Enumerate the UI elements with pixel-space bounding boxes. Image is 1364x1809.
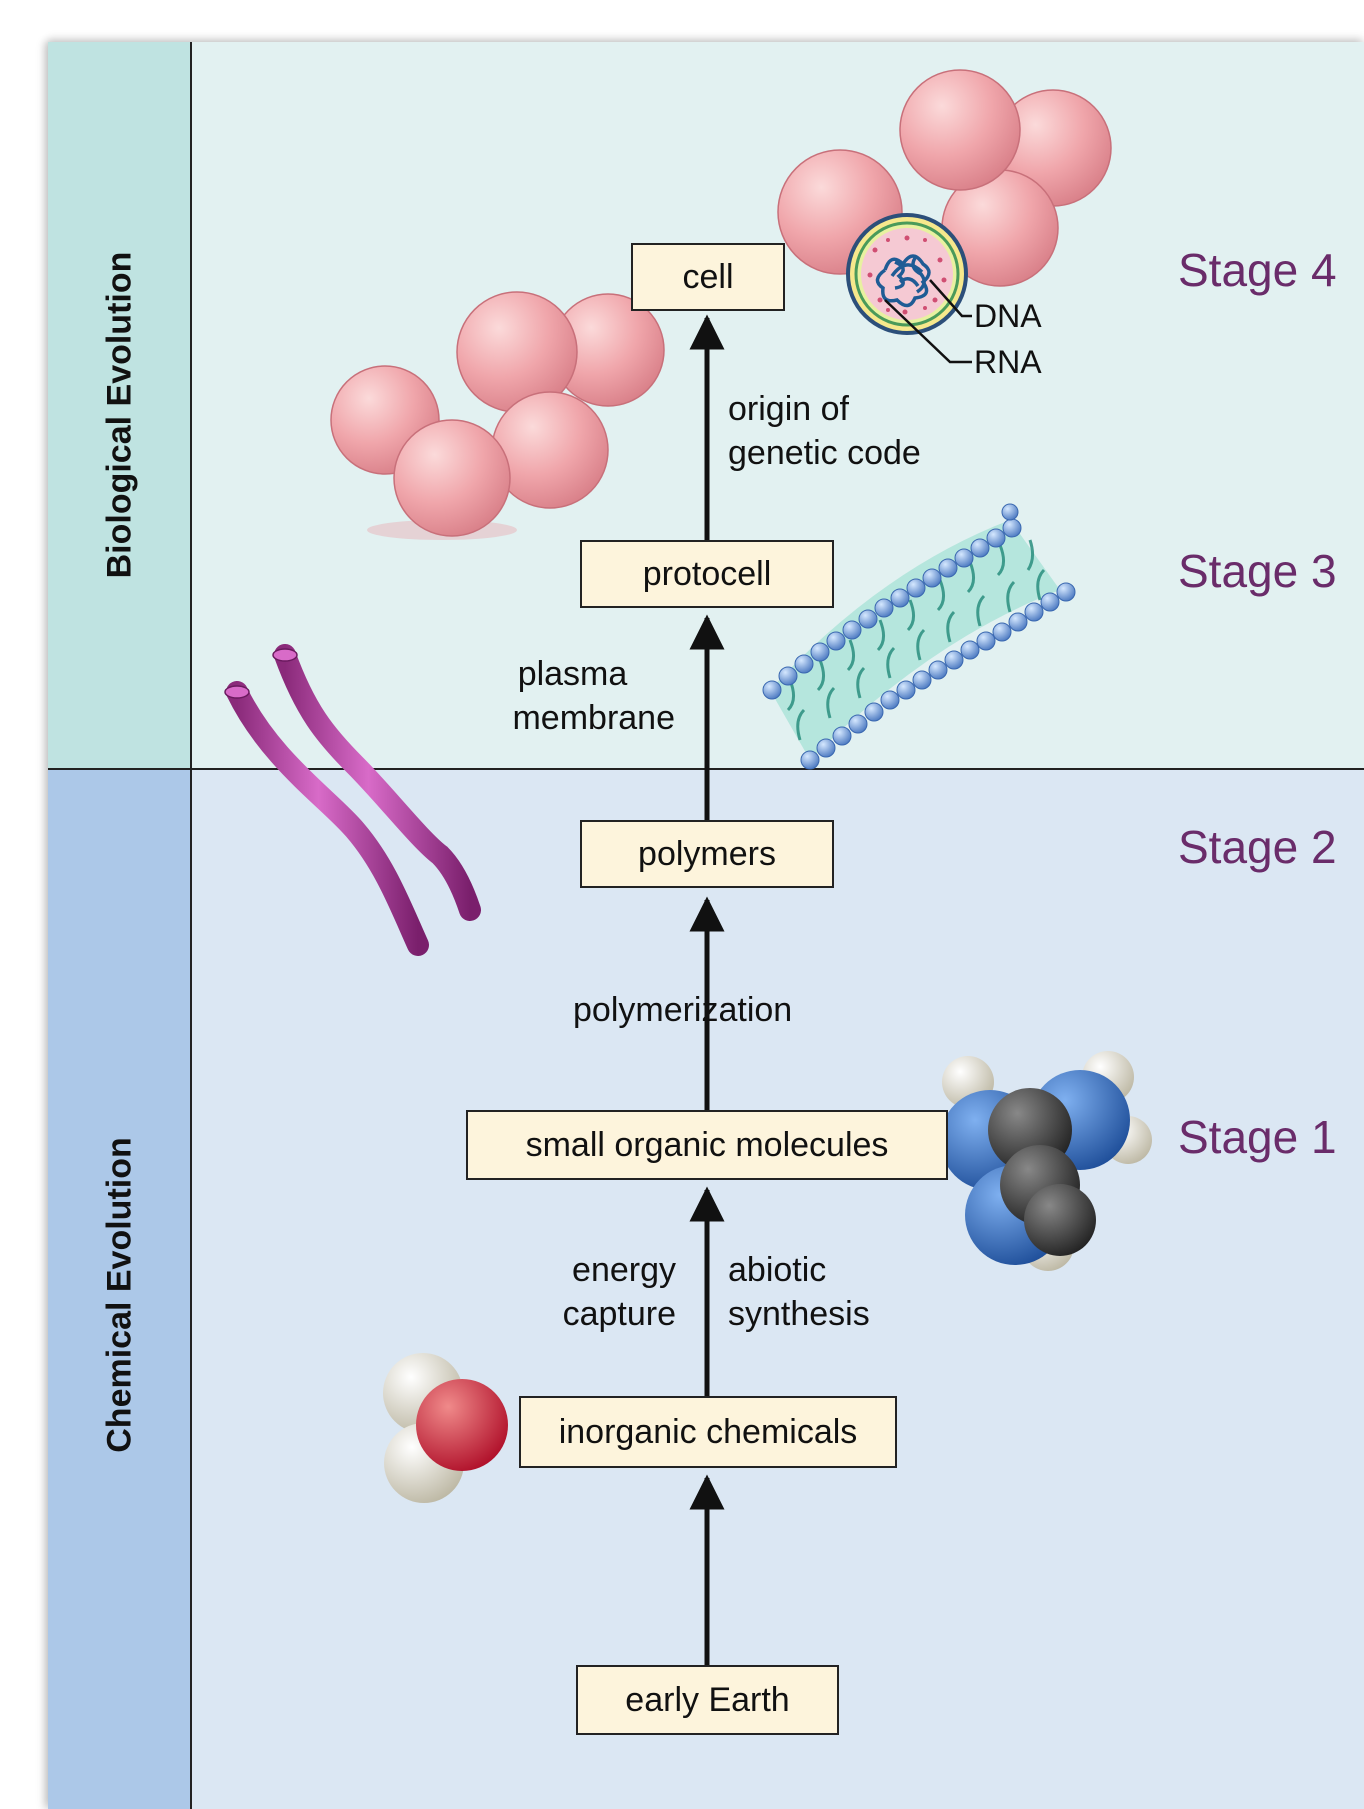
organic-molecule-model: [940, 1051, 1152, 1271]
dna-label: DNA: [974, 298, 1042, 334]
protocell-spheres: [330, 291, 665, 540]
stage-3-label: Stage 3: [1178, 545, 1337, 597]
chemical-evolution-sidebar: [48, 769, 190, 1809]
abiotic-synthesis-label: abiotic synthesis: [728, 1251, 870, 1333]
cell-box: cell: [631, 243, 785, 311]
cell-spheres: [777, 69, 1112, 287]
polymer-rods: [224, 644, 481, 956]
plasma-membrane-label: plasma membrane: [512, 655, 675, 737]
energy-capture-label: energy capture: [562, 1251, 676, 1333]
inorganic-chemicals-box: inorganic chemicals: [519, 1396, 897, 1468]
cell-cross-section: [846, 213, 972, 364]
rna-label: RNA: [974, 344, 1042, 380]
stage-1-label: Stage 1: [1178, 1111, 1337, 1163]
polymerization-label: polymerization: [573, 991, 793, 1029]
biological-evolution-sidebar: [48, 42, 190, 769]
origin-of-genetic-code-label: origin of genetic code: [728, 390, 921, 472]
stage-2-label: Stage 2: [1178, 821, 1337, 873]
water-molecule-model: [383, 1353, 508, 1503]
small-organic-molecules-box: small organic molecules: [466, 1110, 948, 1180]
protocell-box: protocell: [580, 540, 834, 608]
polymers-box: polymers: [580, 820, 834, 888]
sidebar-divider: [190, 42, 192, 1809]
early-earth-box: early Earth: [576, 1665, 839, 1735]
stage-4-label: Stage 4: [1178, 244, 1337, 296]
lipid-bilayer: [762, 503, 1076, 770]
